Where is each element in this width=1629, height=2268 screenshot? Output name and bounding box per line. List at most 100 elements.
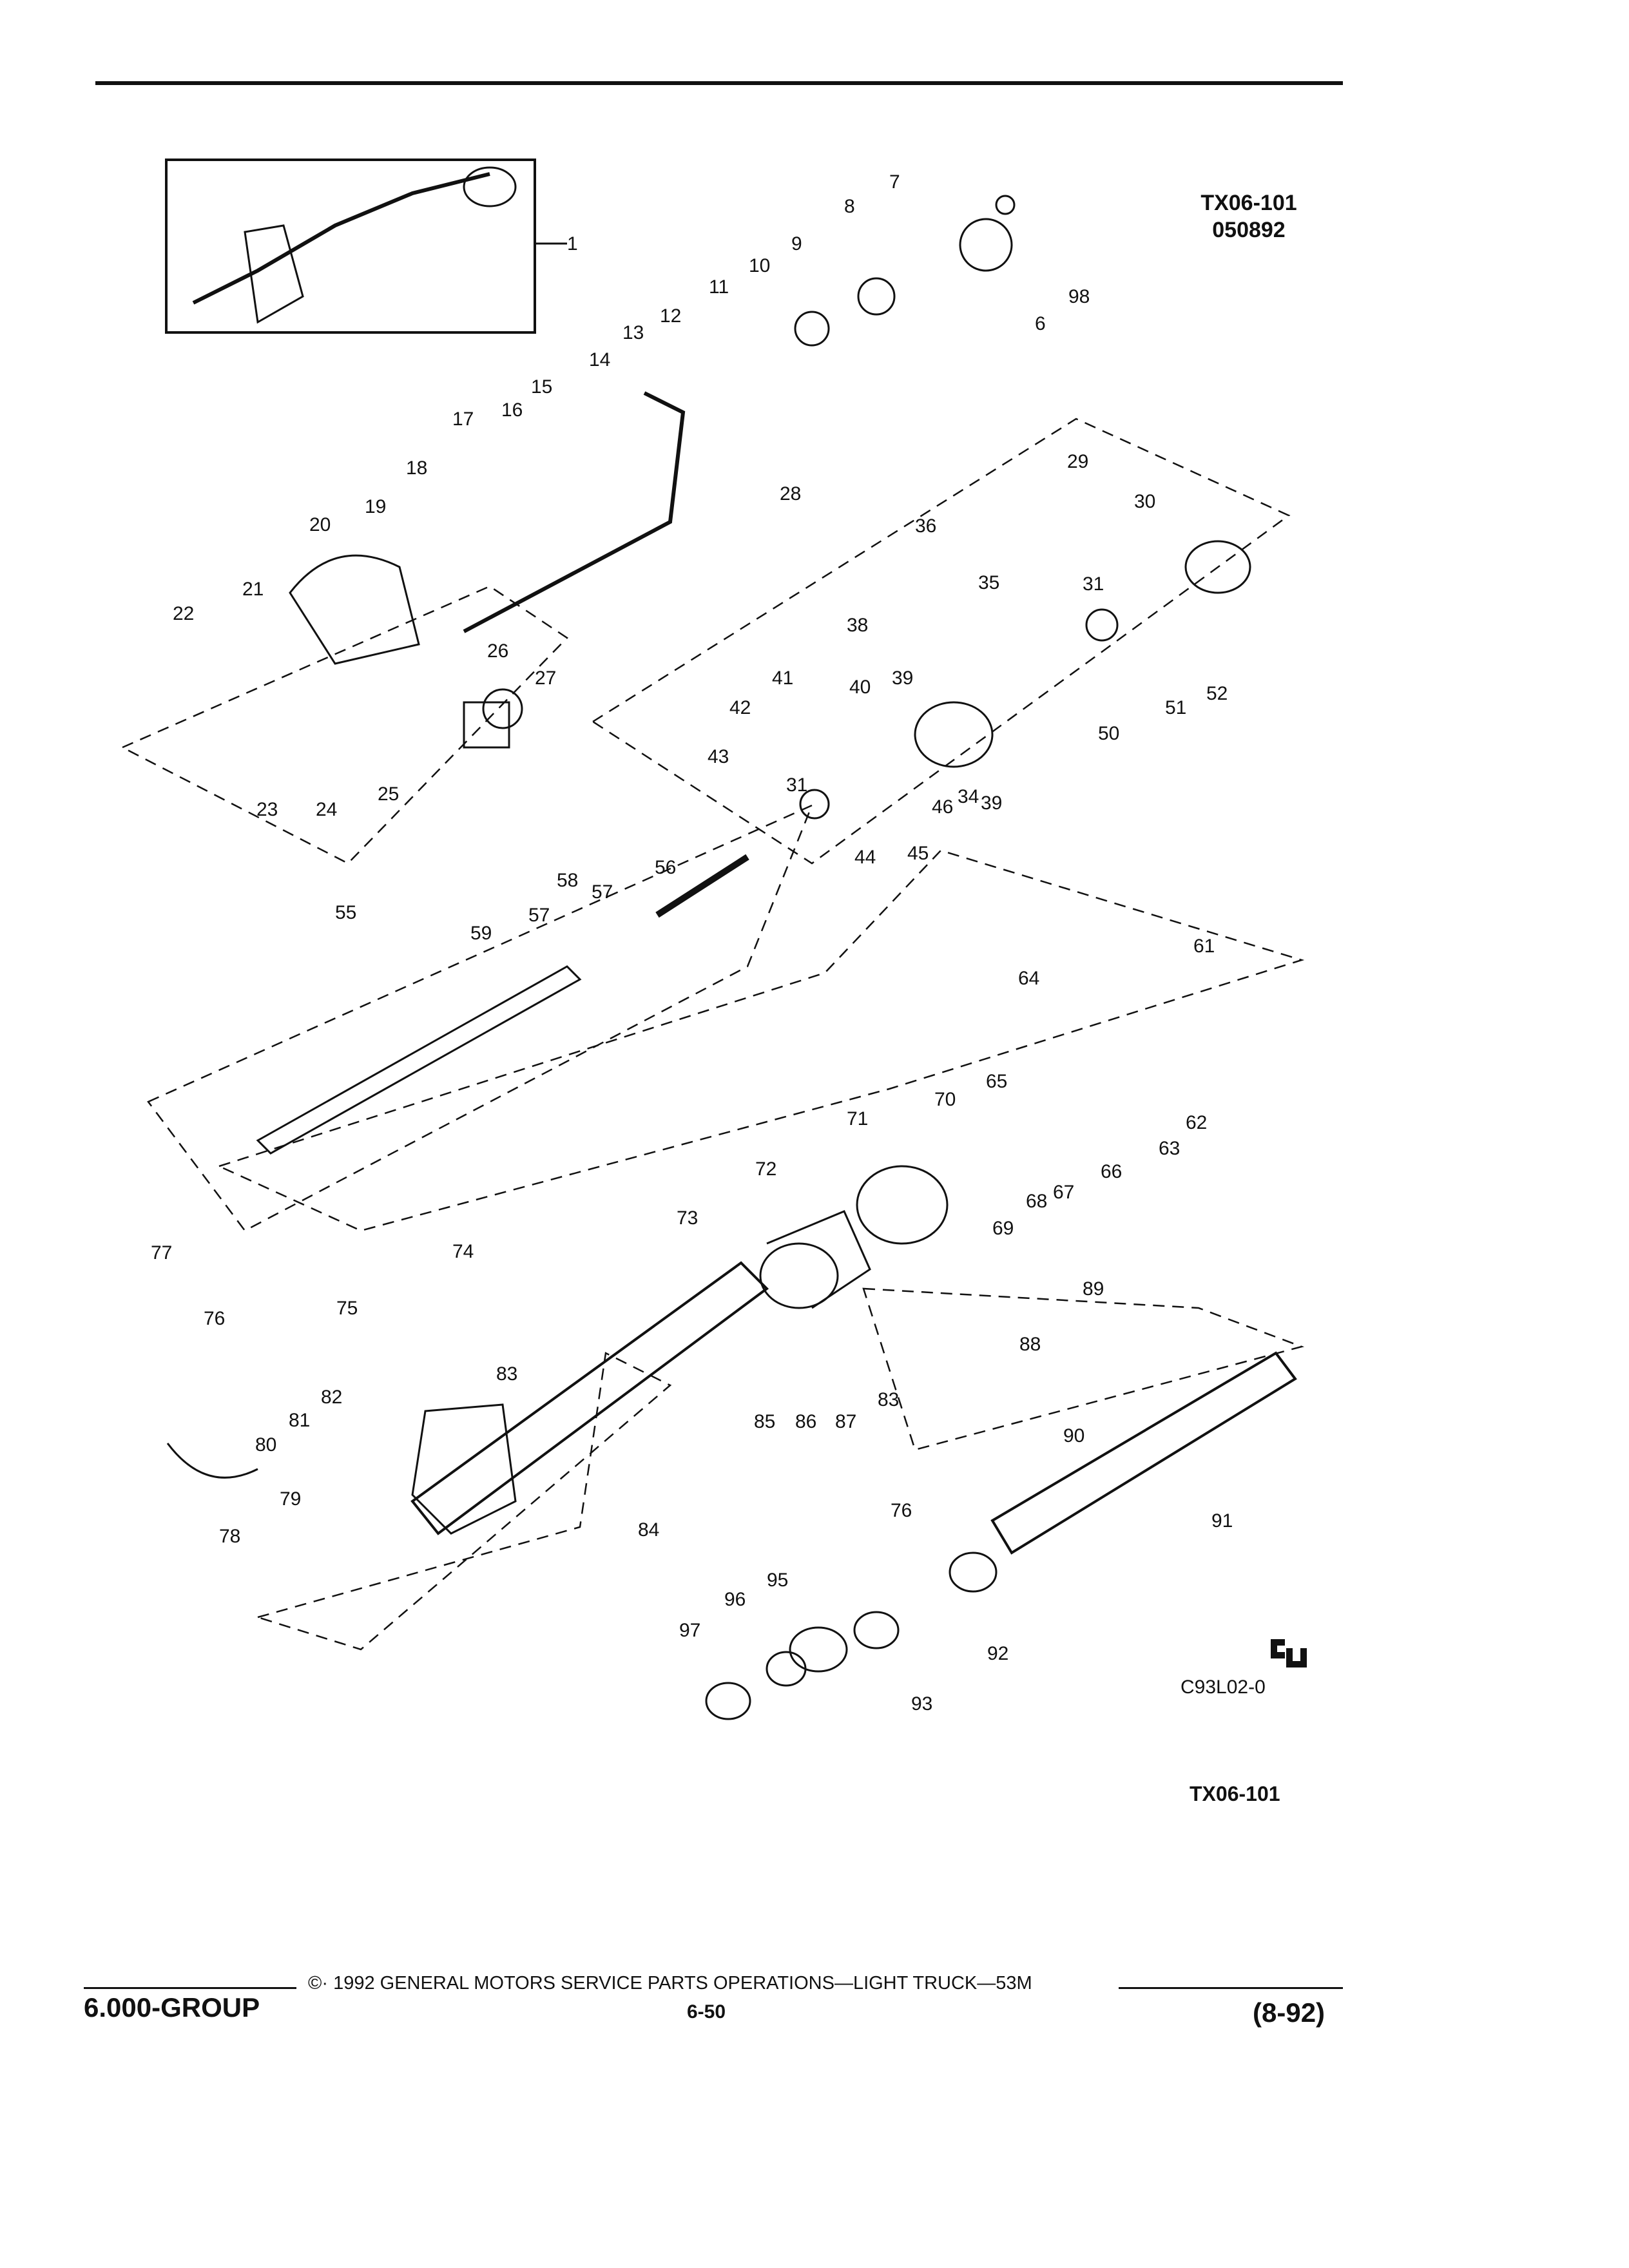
footer-rule-left [84,1987,296,1989]
callout-86: 86 [795,1411,816,1432]
callout-40: 40 [849,677,871,698]
footer-group: 6.000-GROUP [84,1992,260,2023]
callout-19: 19 [365,496,386,517]
callout-16: 16 [501,399,523,421]
callout-56: 56 [655,857,676,878]
callout-76: 76 [204,1308,225,1329]
callout-52: 52 [1206,683,1228,704]
callout-1: 1 [567,233,578,255]
callout-10: 10 [749,255,770,276]
callout-75: 75 [336,1298,358,1319]
callout-27: 27 [535,668,556,689]
callout-91: 91 [1211,1510,1233,1532]
callout-8: 8 [844,196,855,217]
callout-61: 61 [1193,936,1215,957]
callout-70: 70 [934,1089,956,1110]
group-outline-f [862,1287,1305,1451]
group-outline-e [255,1352,672,1651]
callout-51: 51 [1165,697,1186,718]
callout-89: 89 [1083,1278,1104,1300]
callout-55: 55 [335,902,356,923]
callout-79: 79 [280,1488,301,1510]
callout-24: 24 [316,799,337,820]
callout-30: 30 [1134,491,1155,512]
callout-18: 18 [406,457,427,479]
lower-shaft [990,1351,1297,1555]
callout-68: 68 [1026,1191,1047,1212]
footer-date: (8-92) [1253,1997,1325,2028]
inset-box [165,159,536,334]
callout-76: 76 [891,1500,912,1521]
callout-95: 95 [767,1570,788,1591]
figure-code: C93L02-0 [1181,1677,1266,1698]
callout-64: 64 [1018,968,1039,989]
gm-spo-logo-icon [1271,1639,1307,1667]
callout-67: 67 [1053,1182,1074,1203]
top-rule [95,81,1343,85]
callout-34: 34 [958,786,979,807]
callout-50: 50 [1098,723,1119,744]
mast-jacket [410,1261,769,1535]
callout-20: 20 [309,514,331,535]
callout-78: 78 [219,1526,240,1547]
callout-69: 69 [992,1218,1014,1239]
footer-copyright: ©· 1992 GENERAL MOTORS SERVICE PARTS OPE… [308,1973,1032,1994]
callout-46: 46 [932,796,953,818]
callout-12: 12 [660,305,681,327]
footer-rule-right [1119,1987,1343,1989]
callout-13: 13 [622,322,644,343]
callout-88: 88 [1019,1334,1041,1355]
diagram-date: 050892 [1212,218,1286,242]
callout-80: 80 [255,1434,276,1456]
callout-58: 58 [557,870,578,891]
group-outline-c [147,803,814,1232]
callout-71: 71 [847,1108,868,1129]
callout-72: 72 [755,1158,776,1180]
group-outline-a [120,585,568,865]
callout-82: 82 [321,1387,342,1408]
callout-92: 92 [987,1643,1008,1664]
footer-page-number: 6-50 [687,2001,726,2023]
callout-14: 14 [589,349,610,370]
callout-84: 84 [638,1519,659,1541]
callout-85: 85 [754,1411,775,1432]
callout-90: 90 [1063,1425,1084,1446]
callout-31: 31 [1083,573,1104,595]
callout-87: 87 [835,1411,856,1432]
group-outline-d [217,849,1305,1232]
callout-42: 42 [729,697,751,718]
callout-62: 62 [1186,1112,1207,1133]
callout-81: 81 [289,1410,310,1431]
callout-28: 28 [780,483,801,505]
diagram-id: TX06-101 [1200,191,1297,215]
callout-23: 23 [256,799,278,820]
callout-31: 31 [786,774,807,796]
callout-44: 44 [854,847,876,868]
callout-66: 66 [1101,1161,1122,1182]
callout-29: 29 [1067,451,1088,472]
callout-59: 59 [470,923,492,944]
callout-57: 57 [528,905,550,926]
callout-74: 74 [452,1241,474,1262]
callout-11: 11 [709,276,729,298]
callout-17: 17 [452,408,474,430]
callout-6: 6 [1035,313,1046,334]
callout-43: 43 [708,746,729,767]
group-outline-b [591,418,1291,865]
callout-35: 35 [978,572,999,593]
callout-25: 25 [378,783,399,805]
callout-98: 98 [1068,286,1090,307]
callout-83: 83 [878,1389,899,1410]
callout-38: 38 [847,615,868,636]
callout-97: 97 [679,1620,700,1641]
callout-65: 65 [986,1071,1007,1092]
inset-column [192,172,490,305]
callout-96: 96 [724,1589,746,1610]
callout-15: 15 [531,376,552,398]
callout-39: 39 [892,668,913,689]
callout-45: 45 [907,843,929,864]
callout-39: 39 [981,793,1002,814]
callout-93: 93 [911,1693,932,1715]
figure-id: TX06-101 [1190,1782,1280,1805]
